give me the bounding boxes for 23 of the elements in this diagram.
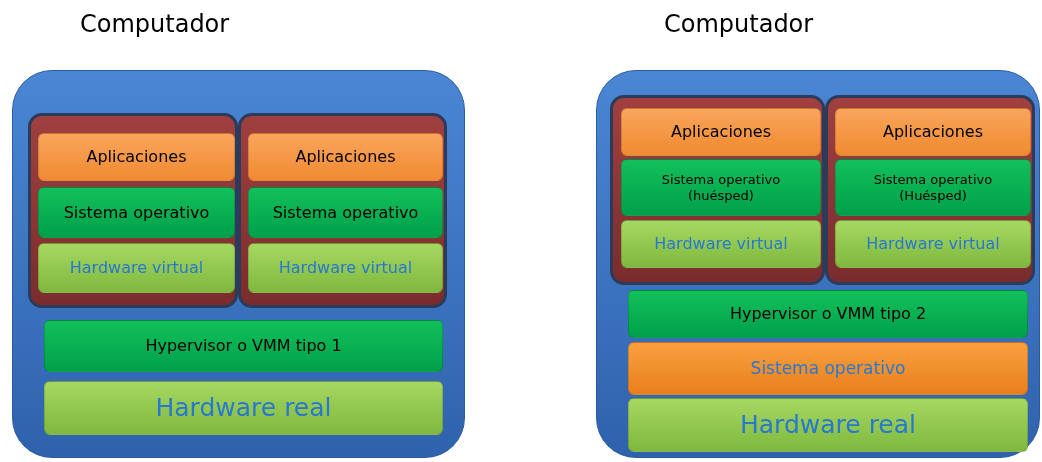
host-os-layer: Sistema operativo	[628, 342, 1028, 395]
application-layer: Aplicaciones	[248, 133, 443, 181]
computer-title: Computador	[664, 10, 814, 38]
os-layer: Sistema operativo	[38, 187, 235, 238]
hardware-layer: Hardware real	[44, 381, 443, 435]
os-layer: Hypervisor o VMM tipo 2	[628, 290, 1028, 338]
virtual-machine-box	[610, 95, 825, 285]
application-layer: Aplicaciones	[38, 133, 235, 181]
os-layer: Sistema operativo	[248, 187, 443, 238]
virtual-hardware-layer: Hardware virtual	[248, 243, 443, 293]
virtual-hardware-layer: Hardware virtual	[621, 220, 821, 268]
os-layer: Hypervisor o VMM tipo 1	[44, 320, 443, 372]
virtual-machine-box	[28, 113, 238, 308]
application-layer: Aplicaciones	[621, 108, 821, 156]
virtual-machine-box	[825, 95, 1035, 285]
application-layer: Aplicaciones	[835, 108, 1031, 156]
guest-os-layer: Sistema operativo (Huésped)	[835, 159, 1031, 216]
computer-title: Computador	[80, 10, 230, 38]
virtual-hardware-layer: Hardware virtual	[835, 220, 1031, 268]
virtual-hardware-layer: Hardware virtual	[38, 243, 235, 293]
virtual-machine-box	[238, 113, 447, 308]
guest-os-layer: Sistema operativo (huésped)	[621, 159, 821, 216]
hardware-layer: Hardware real	[628, 398, 1028, 452]
